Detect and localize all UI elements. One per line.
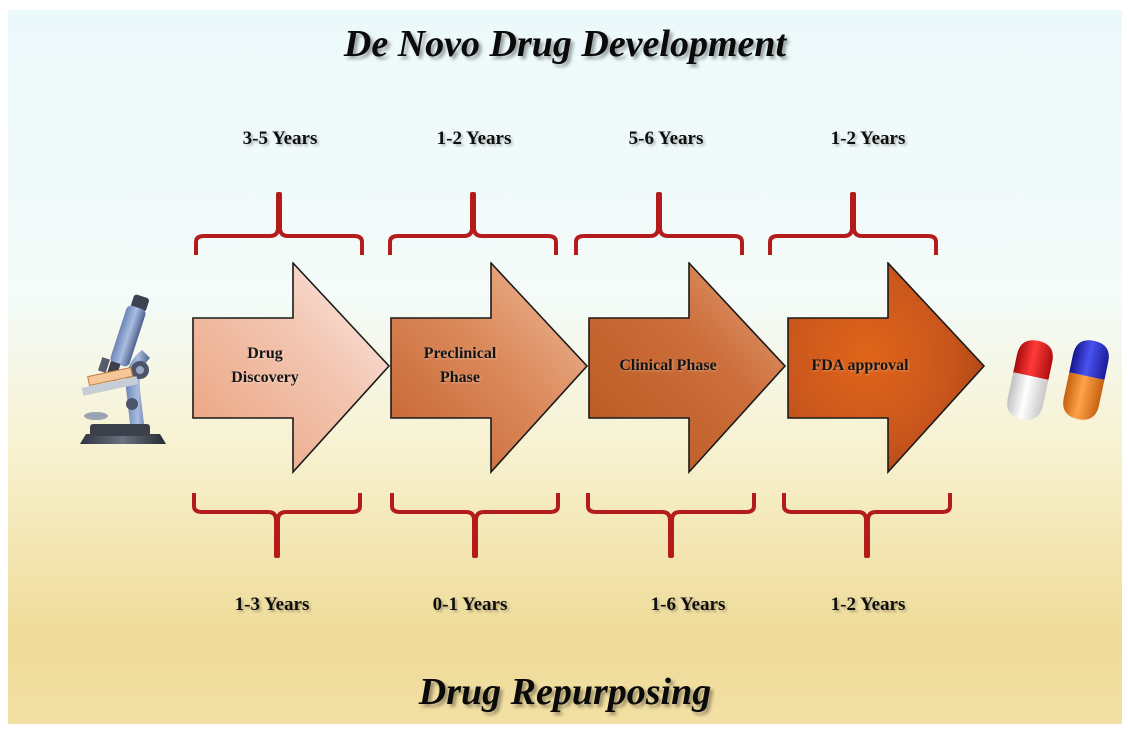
- stage-arrow-preclinical: Preclinical Phase: [390, 262, 590, 474]
- top-brace-drug-discovery: [194, 192, 364, 255]
- bottom-brace-preclinical: [390, 493, 560, 558]
- stage-label-line1: FDA approval: [811, 357, 909, 374]
- stage-label-preclinical: Preclinical Phase: [400, 342, 520, 390]
- top-brace-preclinical: [388, 192, 558, 255]
- arrow-shape: [390, 262, 589, 474]
- stage-arrow-fda: FDA approval: [787, 262, 987, 474]
- arrow-shape: [588, 262, 787, 474]
- diagram-canvas: De Novo Drug Development 3-5 Years 1-2 Y…: [8, 10, 1122, 724]
- stage-label-fda: FDA approval: [793, 354, 927, 378]
- repurposing-duration-preclinical: 0-1 Years: [432, 594, 508, 615]
- stage-label-line1: Preclinical: [423, 345, 497, 362]
- stage-label-line2: Phase: [440, 369, 480, 386]
- arrow-shape: [192, 262, 391, 474]
- top-brace-fda: [768, 192, 938, 255]
- top-brace-clinical: [574, 192, 744, 255]
- stage-label-drug-discovery: Drug Discovery: [200, 342, 330, 390]
- de-novo-duration-preclinical: 1-2 Years: [436, 128, 512, 149]
- stage-label-line2: Discovery: [231, 369, 299, 386]
- repurposing-duration-clinical: 1-6 Years: [650, 594, 726, 615]
- repurposing-duration-fda: 1-2 Years: [830, 594, 906, 615]
- stage-label-line1: Drug: [247, 345, 283, 362]
- de-novo-duration-drug-discovery: 3-5 Years: [242, 128, 318, 149]
- bottom-brace-fda: [782, 493, 952, 558]
- repurposing-title: Drug Repurposing: [418, 671, 712, 713]
- de-novo-title: De Novo Drug Development: [343, 23, 787, 65]
- de-novo-duration-fda: 1-2 Years: [830, 128, 906, 149]
- stage-label-clinical: Clinical Phase: [594, 354, 742, 378]
- repurposing-duration-drug-discovery: 1-3 Years: [234, 594, 310, 615]
- de-novo-duration-clinical: 5-6 Years: [628, 128, 704, 149]
- bottom-brace-clinical: [586, 493, 756, 558]
- arrow-shape: [787, 262, 986, 474]
- stage-arrow-clinical: Clinical Phase: [588, 262, 788, 474]
- microscope-icon: [80, 294, 166, 444]
- stage-arrow-drug-discovery: Drug Discovery: [192, 262, 392, 474]
- stage-label-line1: Clinical Phase: [619, 357, 717, 374]
- bottom-brace-drug-discovery: [192, 493, 362, 558]
- capsule-pills-icon: [1007, 340, 1109, 420]
